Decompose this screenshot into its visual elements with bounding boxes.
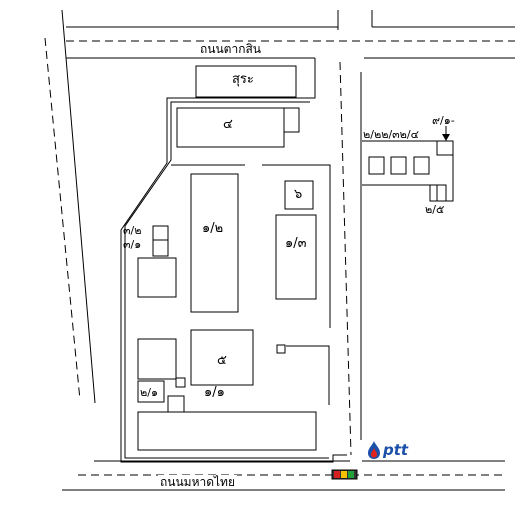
east-block-outline <box>362 140 454 202</box>
building-6-label: ๖ <box>294 187 303 202</box>
east-road-centerline <box>339 61 352 456</box>
building-5-label: ๕ <box>217 353 227 368</box>
building-sura <box>195 65 297 98</box>
ptt-brand-text: ptt <box>383 441 409 459</box>
north-road-label: ถนนตากสิน <box>198 42 263 56</box>
east-arrow-head <box>442 134 450 141</box>
east-building-b <box>390 156 407 175</box>
west-road-edge-outer <box>61 9 96 404</box>
building-small-east <box>276 344 286 354</box>
building-west-low <box>137 338 177 380</box>
ptt-flame-icon <box>368 441 380 459</box>
building-4-label: ๔ <box>223 117 233 132</box>
east-row-label: ๒/๒๒/๓๒/๔ <box>363 128 419 141</box>
building-6 <box>284 180 314 210</box>
building-2-1-label: ๒/๑ <box>140 386 158 399</box>
building-1-3 <box>275 214 317 300</box>
ptt-logo: ptt <box>366 440 418 462</box>
west-road-centerline <box>44 37 81 401</box>
east-top-label: ๙/๑- <box>432 114 455 127</box>
building-3-1-label: ๓/๑ <box>123 238 142 251</box>
building-3-1-box <box>152 239 169 257</box>
compound-inner-fence-east <box>286 345 330 405</box>
building-south-long <box>137 411 317 451</box>
building-tiny-b <box>167 395 185 413</box>
building-tiny-a <box>175 377 186 388</box>
east-building-a <box>368 156 385 175</box>
building-3-2-box <box>152 225 169 241</box>
east-bottom-label: ๒/๕ <box>425 203 445 216</box>
east-building-c <box>413 156 430 175</box>
traffic-signal <box>331 469 358 480</box>
building-1-2-label: ๑/๒ <box>202 221 224 236</box>
east-building-d <box>436 140 454 156</box>
building-west-mid <box>137 257 177 298</box>
building-sura-label: สุระ <box>232 72 254 87</box>
building-3-2-label: ๓/๒ <box>123 224 142 237</box>
building-1-2 <box>190 173 239 313</box>
building-1-1-label: ๑/๑ <box>204 385 225 400</box>
building-1-3-label: ๑/๓ <box>285 236 307 251</box>
building-5 <box>190 329 254 386</box>
east-building-e <box>429 184 447 202</box>
building-4-annex <box>283 107 300 133</box>
compound-boundary-inner <box>124 101 329 459</box>
compound-inner-fence-north-2 <box>262 164 331 328</box>
compound-boundary-outer <box>120 58 347 463</box>
south-road-label: ถนนมหาดไทย <box>158 475 237 489</box>
building-2-1-box <box>137 380 165 403</box>
